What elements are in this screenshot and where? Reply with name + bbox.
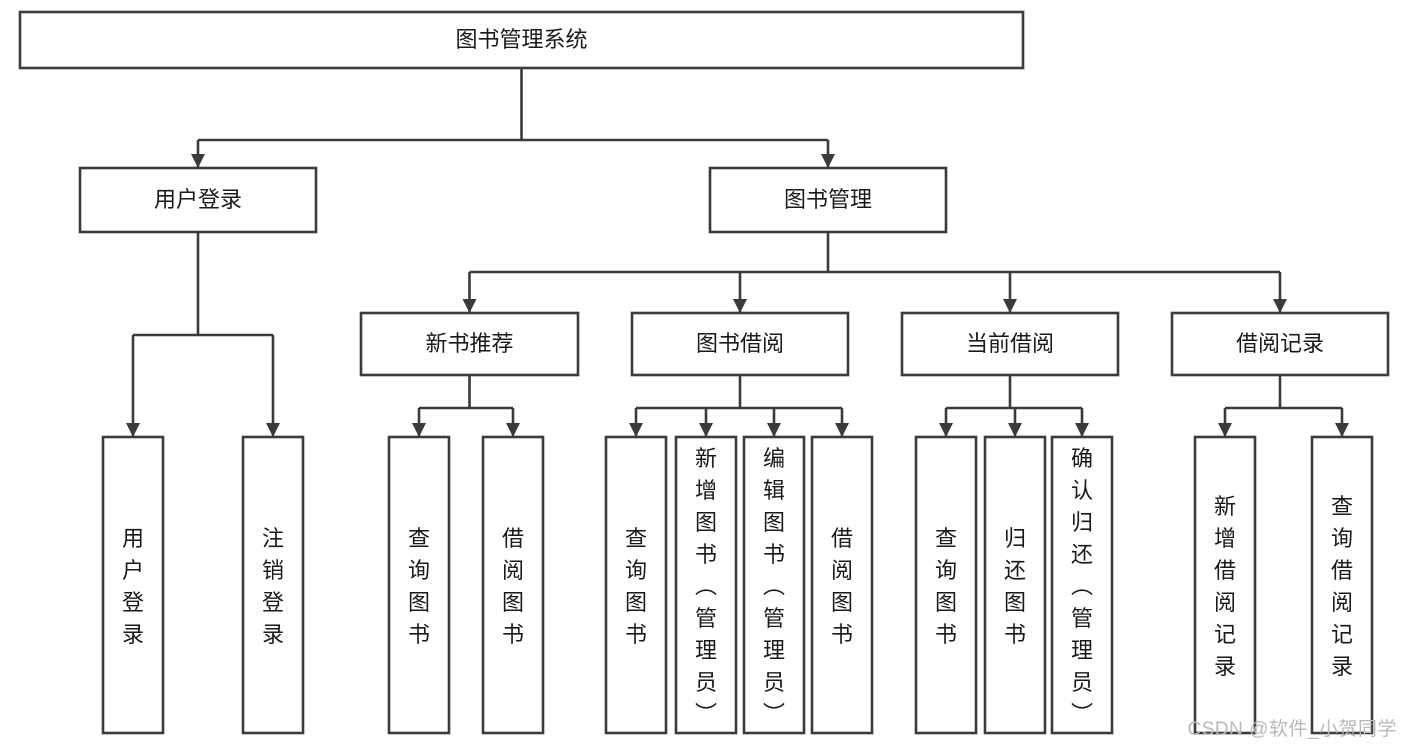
node-box-leaf-query-book-2 xyxy=(604,435,668,735)
node-leaf-query-book-3[interactable]: 查询图书 xyxy=(914,435,978,735)
node-label-leaf-query-book-1: 查询图书 xyxy=(408,526,430,647)
node-label-leaf-return-book: 归还图书 xyxy=(1004,526,1026,647)
node-label-leaf-edit-book-admin: 编辑图书（管理员） xyxy=(763,446,785,727)
arrowhead xyxy=(733,299,747,313)
arrowhead xyxy=(126,423,140,437)
arrowhead xyxy=(835,423,849,437)
node-box-leaf-return-book xyxy=(983,435,1047,735)
arrowhead xyxy=(412,423,426,437)
node-box-new-book-recommend xyxy=(359,311,580,377)
node-box-borrow-record xyxy=(1170,311,1390,377)
arrowhead xyxy=(1003,299,1017,313)
node-leaf-add-book-admin[interactable]: 新增图书（管理员） xyxy=(674,435,738,735)
node-leaf-query-book-1[interactable]: 查询图书 xyxy=(387,435,451,735)
arrowhead xyxy=(821,154,835,168)
node-label-leaf-borrow-book-1: 借阅图书 xyxy=(502,526,524,647)
node-leaf-logout[interactable]: 注销登录 xyxy=(241,435,305,735)
connector-layer xyxy=(126,68,1349,437)
node-box-current-borrow xyxy=(900,311,1120,377)
node-box-leaf-borrow-book-2 xyxy=(810,435,874,735)
node-box-book-management xyxy=(708,166,948,234)
arrowhead xyxy=(266,423,280,437)
node-box-user-login xyxy=(78,166,318,234)
node-box-leaf-user-login xyxy=(101,435,165,735)
arrowhead xyxy=(1273,299,1287,313)
node-box-leaf-edit-book-admin xyxy=(742,435,806,735)
arrowhead xyxy=(1218,423,1232,437)
node-box-leaf-query-book-3 xyxy=(914,435,978,735)
node-leaf-borrow-book-2[interactable]: 借阅图书 xyxy=(810,435,874,735)
arrowhead xyxy=(462,299,477,313)
node-leaf-user-login[interactable]: 用户登录 xyxy=(101,435,165,735)
node-box-leaf-borrow-book-1 xyxy=(481,435,545,735)
node-root[interactable]: 图书管理系统 xyxy=(18,10,1025,70)
node-box-leaf-add-borrow-record xyxy=(1193,435,1257,735)
node-layer: 图书管理系统用户登录图书管理新书推荐图书借阅当前借阅借阅记录用户登录注销登录查询… xyxy=(18,10,1390,735)
node-leaf-query-borrow-record[interactable]: 查询借阅记录 xyxy=(1310,435,1374,735)
node-leaf-add-borrow-record[interactable]: 新增借阅记录 xyxy=(1193,435,1257,735)
node-box-leaf-query-borrow-record xyxy=(1310,435,1374,735)
arrowhead xyxy=(1335,423,1349,437)
arrowhead xyxy=(1008,423,1022,437)
node-new-book-recommend[interactable]: 新书推荐 xyxy=(359,311,580,377)
node-leaf-confirm-return-admin[interactable]: 确认归还（管理员） xyxy=(1050,435,1114,735)
node-label-user-login: 用户登录 xyxy=(154,187,242,212)
watermark-text: CSDN @软件_小贺同学 xyxy=(1187,719,1397,740)
node-label-leaf-logout: 注销登录 xyxy=(262,526,284,647)
node-label-book-management: 图书管理 xyxy=(784,187,872,212)
node-leaf-return-book[interactable]: 归还图书 xyxy=(983,435,1047,735)
node-current-borrow[interactable]: 当前借阅 xyxy=(900,311,1120,377)
node-book-management[interactable]: 图书管理 xyxy=(708,166,948,234)
node-leaf-query-book-2[interactable]: 查询图书 xyxy=(604,435,668,735)
node-leaf-borrow-book-1[interactable]: 借阅图书 xyxy=(481,435,545,735)
node-box-leaf-query-book-1 xyxy=(387,435,451,735)
node-user-login[interactable]: 用户登录 xyxy=(78,166,318,234)
node-label-root: 图书管理系统 xyxy=(455,27,587,52)
node-box-leaf-add-book-admin xyxy=(674,435,738,735)
node-label-leaf-query-borrow-record: 查询借阅记录 xyxy=(1331,494,1353,679)
node-label-leaf-confirm-return-admin: 确认归还（管理员） xyxy=(1071,446,1093,727)
node-label-leaf-add-borrow-record: 新增借阅记录 xyxy=(1214,494,1236,679)
node-box-root xyxy=(18,10,1025,70)
arrowhead xyxy=(939,423,953,437)
node-book-borrow[interactable]: 图书借阅 xyxy=(630,311,850,377)
node-box-leaf-confirm-return-admin xyxy=(1050,435,1114,735)
arrowhead xyxy=(506,423,520,437)
arrowhead xyxy=(629,423,643,437)
node-label-book-borrow: 图书借阅 xyxy=(696,331,784,356)
node-leaf-edit-book-admin[interactable]: 编辑图书（管理员） xyxy=(742,435,806,735)
node-box-book-borrow xyxy=(630,311,850,377)
arrowhead xyxy=(191,154,205,168)
node-box-leaf-logout xyxy=(241,435,305,735)
arrowhead xyxy=(1075,423,1089,437)
arrowhead xyxy=(699,423,713,437)
node-label-new-book-recommend: 新书推荐 xyxy=(425,331,513,356)
node-label-leaf-add-book-admin: 新增图书（管理员） xyxy=(695,446,717,727)
node-label-leaf-user-login: 用户登录 xyxy=(122,526,144,647)
node-label-leaf-query-book-3: 查询图书 xyxy=(935,526,957,647)
node-label-leaf-borrow-book-2: 借阅图书 xyxy=(831,526,853,647)
arrowhead xyxy=(767,423,781,437)
node-label-current-borrow: 当前借阅 xyxy=(966,331,1054,356)
node-label-borrow-record: 借阅记录 xyxy=(1236,331,1324,356)
node-label-leaf-query-book-2: 查询图书 xyxy=(625,526,647,647)
node-borrow-record[interactable]: 借阅记录 xyxy=(1170,311,1390,377)
